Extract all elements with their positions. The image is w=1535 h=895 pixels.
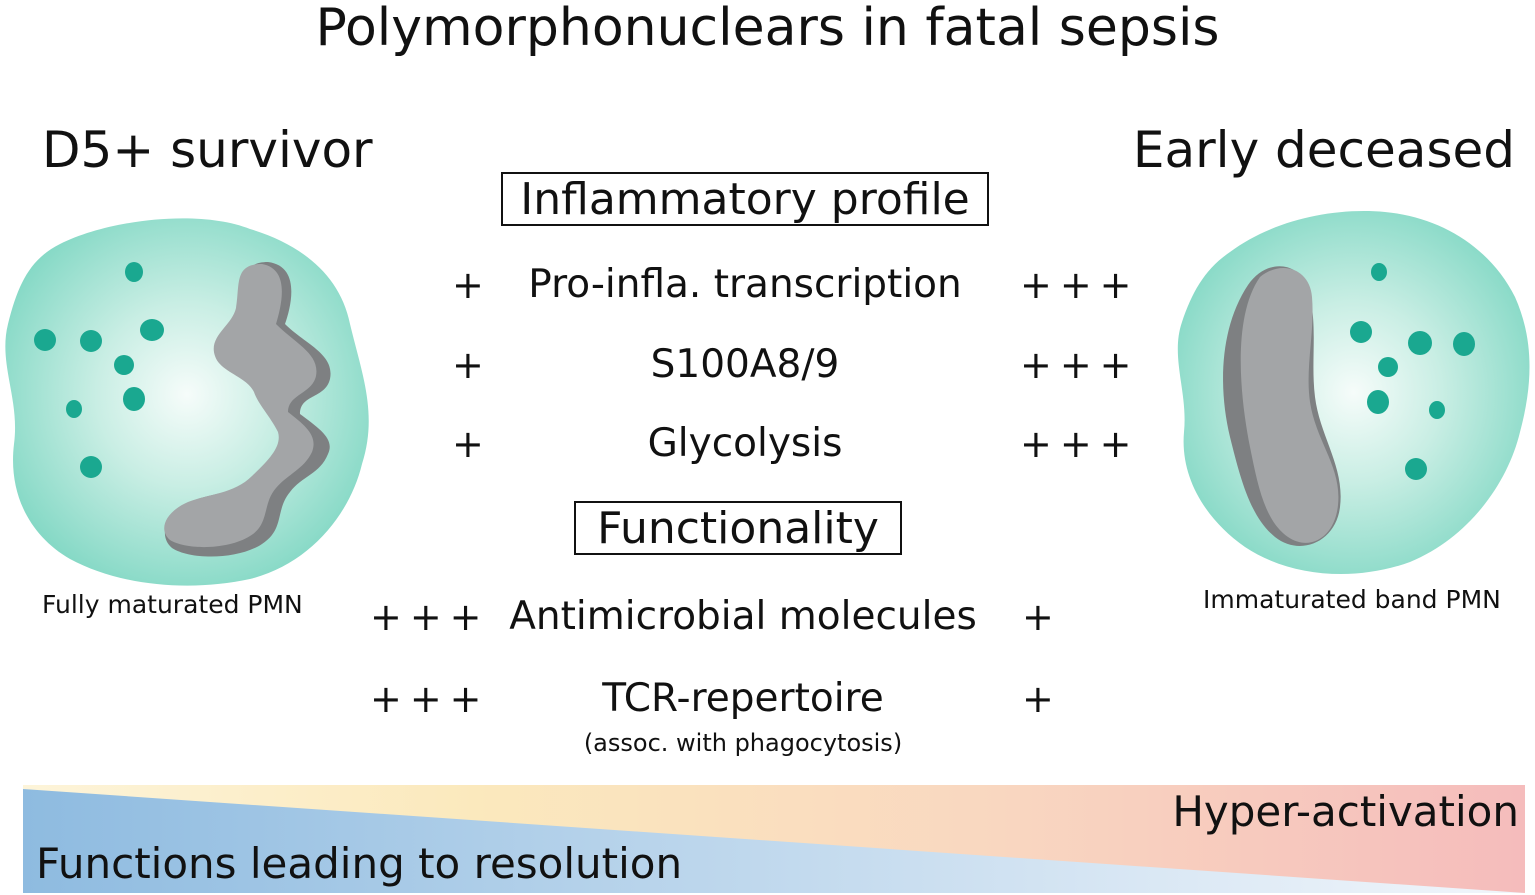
left-score: +++ <box>370 595 490 639</box>
granules <box>1350 263 1475 480</box>
left-score: + <box>452 422 492 466</box>
segmented-nucleus <box>164 262 331 557</box>
granules <box>34 262 164 478</box>
row-note-phagocytosis: (assoc. with phagocytosis) <box>583 729 903 757</box>
right-score: +++ <box>1020 263 1140 307</box>
nucleus-band <box>1223 266 1341 546</box>
right-score: + <box>1022 595 1062 639</box>
row-label-pro-infla-transcription: Pro-infla. transcription <box>528 262 962 307</box>
activation-gradient-bar <box>23 785 1525 893</box>
section-heading-functionality: Functionality <box>574 501 902 555</box>
band-pmn-cell-illustration <box>1177 211 1530 574</box>
left-score: + <box>452 263 492 307</box>
left-group-label: D5+ survivor <box>42 121 373 179</box>
right-score: +++ <box>1020 422 1140 466</box>
row-label-antimicrobial-molecules: Antimicrobial molecules <box>509 594 977 639</box>
right-score: +++ <box>1020 343 1140 387</box>
row-label-s100a8-9: S100A8/9 <box>650 342 840 387</box>
right-score: + <box>1022 677 1062 721</box>
row-label-glycolysis: Glycolysis <box>647 421 843 466</box>
mature-pmn-cell-illustration <box>5 218 369 586</box>
resolution-wedge <box>23 789 1525 893</box>
left-score: + <box>452 343 492 387</box>
right-cell-caption: Immaturated band PMN <box>1203 585 1501 614</box>
resolution-label: Functions leading to resolution <box>36 839 683 888</box>
left-score: +++ <box>370 677 490 721</box>
row-label-tcr-repertoire: TCR-repertoire <box>602 676 884 721</box>
hyper-activation-label: Hyper-activation <box>1172 787 1519 836</box>
right-group-label: Early deceased <box>1132 121 1515 179</box>
left-cell-caption: Fully maturated PMN <box>42 590 303 619</box>
section-heading-inflammatory-profile: Inflammatory profile <box>501 172 989 226</box>
figure-title: Polymorphonuclears in fatal sepsis <box>315 0 1220 58</box>
